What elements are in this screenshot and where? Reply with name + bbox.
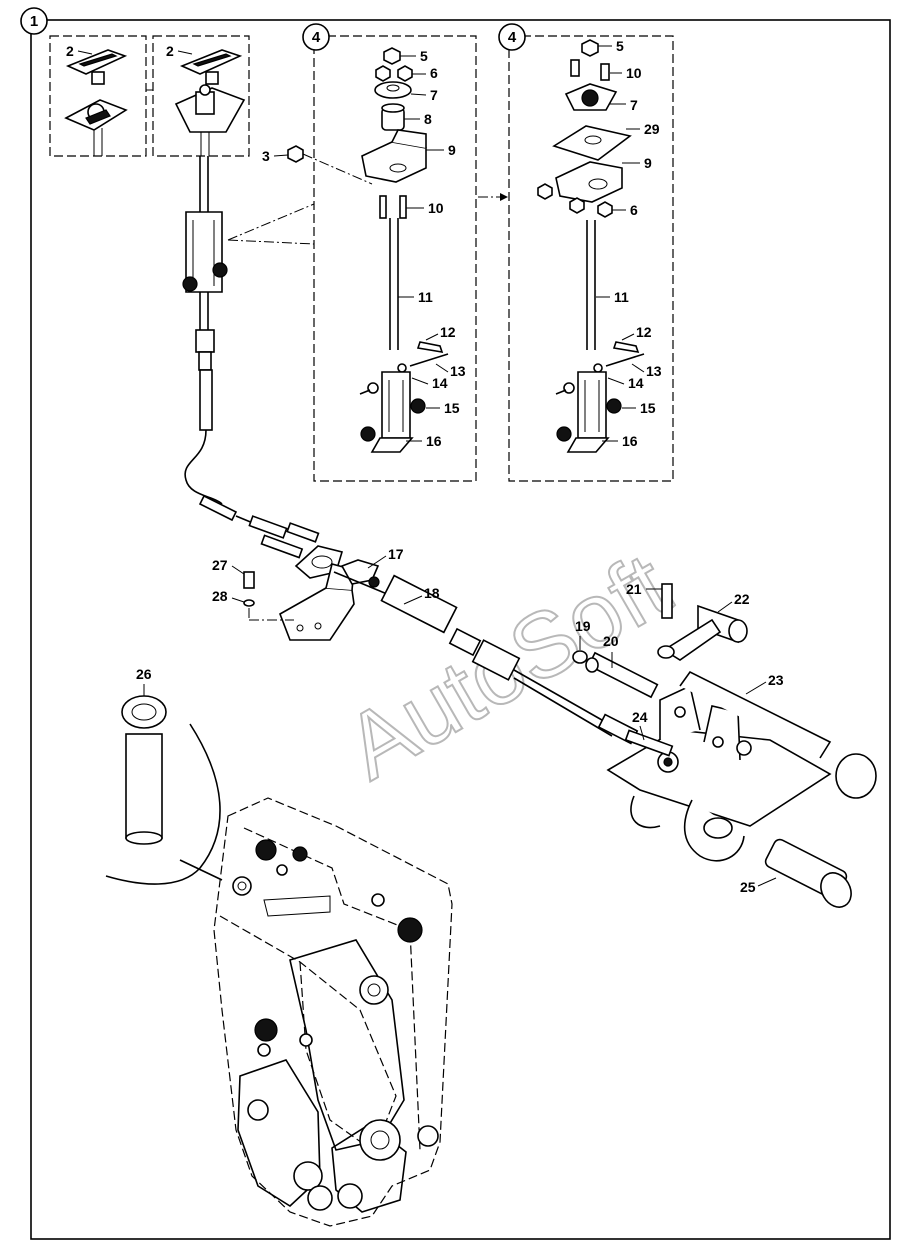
part-3-nut xyxy=(287,145,373,185)
label-b15: 15 xyxy=(640,400,656,416)
label-19: 19 xyxy=(575,618,591,634)
label-20: 20 xyxy=(603,633,619,649)
label-a7: 7 xyxy=(430,87,438,103)
label-23: 23 xyxy=(768,672,784,688)
label-a5: 5 xyxy=(420,48,428,64)
label-2-left: 2 xyxy=(66,43,74,59)
label-a14: 14 xyxy=(432,375,448,391)
figure-badge-1: 1 xyxy=(20,7,48,35)
part-19-ring xyxy=(572,650,588,664)
loader-frame-drawing xyxy=(213,797,453,1227)
label-21: 21 xyxy=(626,581,642,597)
part-22-clevis xyxy=(657,583,748,661)
label-b13: 13 xyxy=(646,363,662,379)
label-a15: 15 xyxy=(444,400,460,416)
detail-box-b: 4 xyxy=(498,23,674,482)
label-a10: 10 xyxy=(428,200,444,216)
svg-text:4: 4 xyxy=(312,29,321,46)
label-3: 3 xyxy=(262,148,270,164)
label-17: 17 xyxy=(388,546,404,562)
label-a13: 13 xyxy=(450,363,466,379)
part-24-pin xyxy=(624,729,674,757)
label-a6: 6 xyxy=(430,65,438,81)
label-26: 26 xyxy=(136,666,152,682)
label-a16: 16 xyxy=(426,433,442,449)
label-a8: 8 xyxy=(424,111,432,127)
label-2-right: 2 xyxy=(166,43,174,59)
cable-mount-assembly xyxy=(198,494,639,745)
svg-text:1: 1 xyxy=(30,13,38,30)
label-28: 28 xyxy=(212,588,228,604)
label-22: 22 xyxy=(734,591,750,607)
label-18: 18 xyxy=(424,585,440,601)
label-b5: 5 xyxy=(616,38,624,54)
part-25-pin xyxy=(764,838,852,908)
label-25: 25 xyxy=(740,879,756,895)
main-lever-assembly xyxy=(182,156,228,505)
label-b6: 6 xyxy=(630,202,638,218)
diagram-frame xyxy=(30,19,891,1240)
arrow-head xyxy=(500,193,508,201)
label-b16: 16 xyxy=(622,433,638,449)
svg-text:4: 4 xyxy=(508,29,517,46)
label-b9: 9 xyxy=(644,155,652,171)
handle-box-left xyxy=(49,35,147,157)
label-a9: 9 xyxy=(448,142,456,158)
label-b14: 14 xyxy=(628,375,644,391)
detail-box-a: 4 xyxy=(302,23,477,482)
part-27-bolt xyxy=(243,571,294,621)
detail-callout-line-1 xyxy=(227,203,315,241)
label-a11: 11 xyxy=(418,289,433,305)
part-20-pin xyxy=(585,651,659,699)
label-b10: 10 xyxy=(626,65,642,81)
label-a12: 12 xyxy=(440,324,456,340)
handle-box-right xyxy=(152,35,250,157)
label-b11: 11 xyxy=(614,289,629,305)
label-b12: 12 xyxy=(636,324,652,340)
label-b29: 29 xyxy=(644,121,660,137)
pivot-bracket-assembly xyxy=(606,670,877,862)
label-27: 27 xyxy=(212,557,228,573)
part-26-lock-pin xyxy=(105,695,223,885)
part-labels: 2 2 3 5 6 7 8 9 10 11 12 13 14 15 16 5 1… xyxy=(66,38,784,895)
label-24: 24 xyxy=(632,709,648,725)
detail-callout-line-2 xyxy=(227,239,315,245)
label-b7: 7 xyxy=(630,97,638,113)
